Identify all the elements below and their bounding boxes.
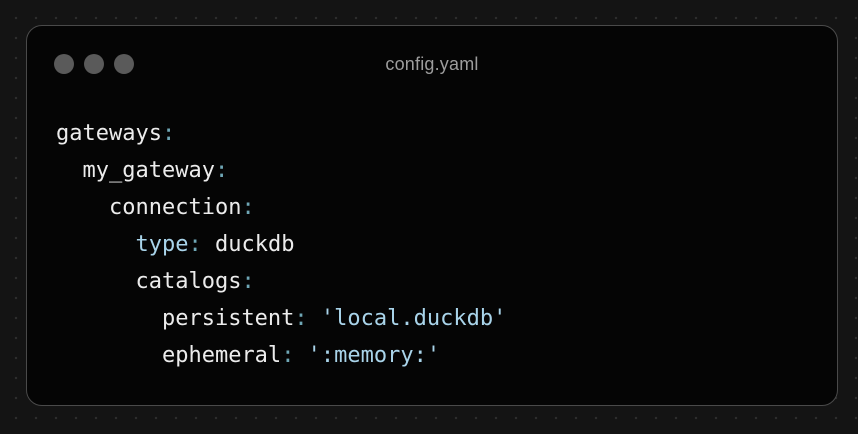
window-title: config.yaml	[385, 54, 479, 74]
code-line: persistent: 'local.duckdb'	[56, 300, 506, 337]
code-line: type: duckdb	[56, 226, 506, 263]
code-line: catalogs:	[56, 263, 506, 300]
yaml-string-value: 'local.duckdb'	[307, 306, 507, 331]
yaml-colon: :	[161, 121, 176, 146]
code-window: config.yaml gateways: my_gateway: connec…	[26, 25, 838, 406]
yaml-colon: :	[294, 306, 308, 331]
yaml-colon: :	[241, 269, 255, 294]
yaml-colon: :	[188, 232, 202, 257]
minimize-dot-icon[interactable]	[84, 54, 104, 74]
window-controls	[54, 54, 134, 74]
code-line: connection:	[56, 189, 506, 226]
code-line: ephemeral: ':memory:'	[56, 337, 506, 374]
yaml-key: catalogs	[135, 269, 242, 294]
yaml-key: gateways	[56, 121, 162, 146]
maximize-dot-icon[interactable]	[114, 54, 134, 74]
code-line: gateways:	[56, 115, 506, 152]
yaml-key: ephemeral	[161, 343, 282, 368]
close-dot-icon[interactable]	[54, 54, 74, 74]
yaml-key: connection	[108, 195, 242, 220]
yaml-colon: :	[214, 158, 229, 183]
yaml-string-value: ':memory:'	[294, 343, 441, 368]
yaml-key: persistent	[161, 306, 295, 331]
code-block[interactable]: gateways: my_gateway: connection: type: …	[56, 115, 506, 374]
yaml-key: type	[135, 232, 189, 257]
yaml-key: my_gateway	[82, 158, 215, 183]
code-line: my_gateway:	[56, 152, 506, 189]
yaml-colon: :	[241, 195, 255, 220]
yaml-colon: :	[281, 343, 295, 368]
yaml-value: duckdb	[201, 232, 295, 257]
